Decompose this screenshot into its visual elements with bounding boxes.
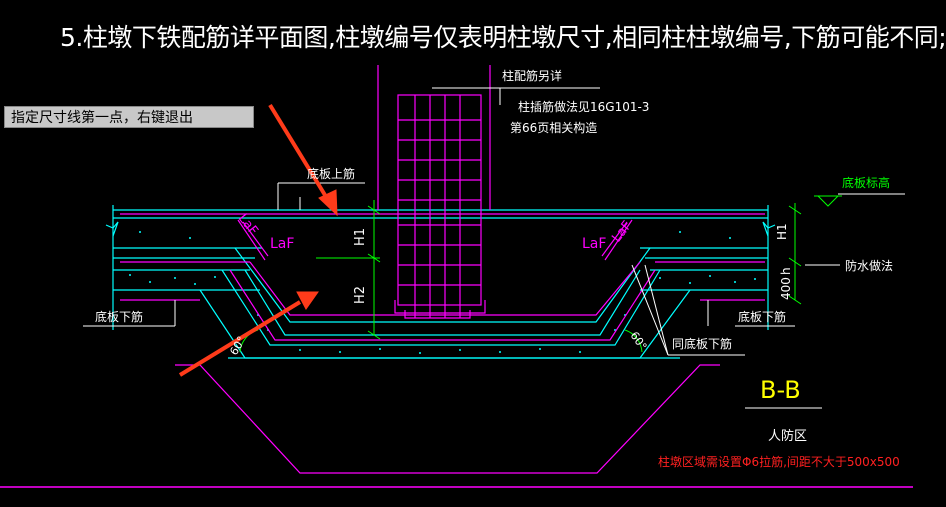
- cad-drawing[interactable]: 柱配筋另详 柱插筋做法见16G101-3 第66页相关构造 底板上筋 底板标高 …: [0, 0, 913, 507]
- label-dim-400: 400: [779, 277, 793, 300]
- label-slab-bottom-right: 底板下筋: [738, 309, 786, 324]
- rebar: [120, 213, 765, 341]
- label-slab-bottom-left: 底板下筋: [95, 309, 143, 324]
- label-slab-elev: 底板标高: [842, 175, 890, 190]
- label-h1: H1: [353, 228, 368, 246]
- pointer-arrows: [178, 103, 338, 377]
- label-col-rebar: 柱配筋另详: [502, 68, 562, 83]
- label-note-red: 柱墩区域需设置Φ6拉筋,间距不大于500x500: [658, 454, 900, 469]
- column-cage: [377, 65, 491, 319]
- label-h2: H2: [353, 286, 368, 304]
- label-laf-left: LaF: [270, 236, 294, 252]
- label-h1-right: H1: [775, 223, 789, 240]
- command-tooltip: 指定尺寸线第一点，右键退出: [4, 106, 254, 128]
- leader-lines: [83, 87, 905, 409]
- label-laf-right: LaF: [582, 236, 606, 252]
- label-civil-defense: 人防区: [768, 428, 807, 444]
- label-waterproof: 防水做法: [845, 258, 893, 273]
- label-h-small: h: [779, 267, 793, 275]
- label-section: B-B: [760, 376, 801, 404]
- page-title: 5.柱墩下铁配筋详平面图,柱墩编号仅表明柱墩尺寸,相同柱柱墩编号,下筋可能不同;: [60, 23, 946, 52]
- excavation-outline: [175, 364, 720, 474]
- label-col-anchor-2: 第66页相关构造: [510, 120, 597, 135]
- label-same-bottom: 同底板下筋: [672, 336, 732, 351]
- label-col-anchor-1: 柱插筋做法见16G101-3: [518, 99, 649, 114]
- dimension-lines: [239, 195, 842, 353]
- pit-section: [199, 247, 691, 359]
- label-slab-top: 底板上筋: [307, 166, 355, 181]
- label-laf-left-slant: LaF: [235, 211, 261, 238]
